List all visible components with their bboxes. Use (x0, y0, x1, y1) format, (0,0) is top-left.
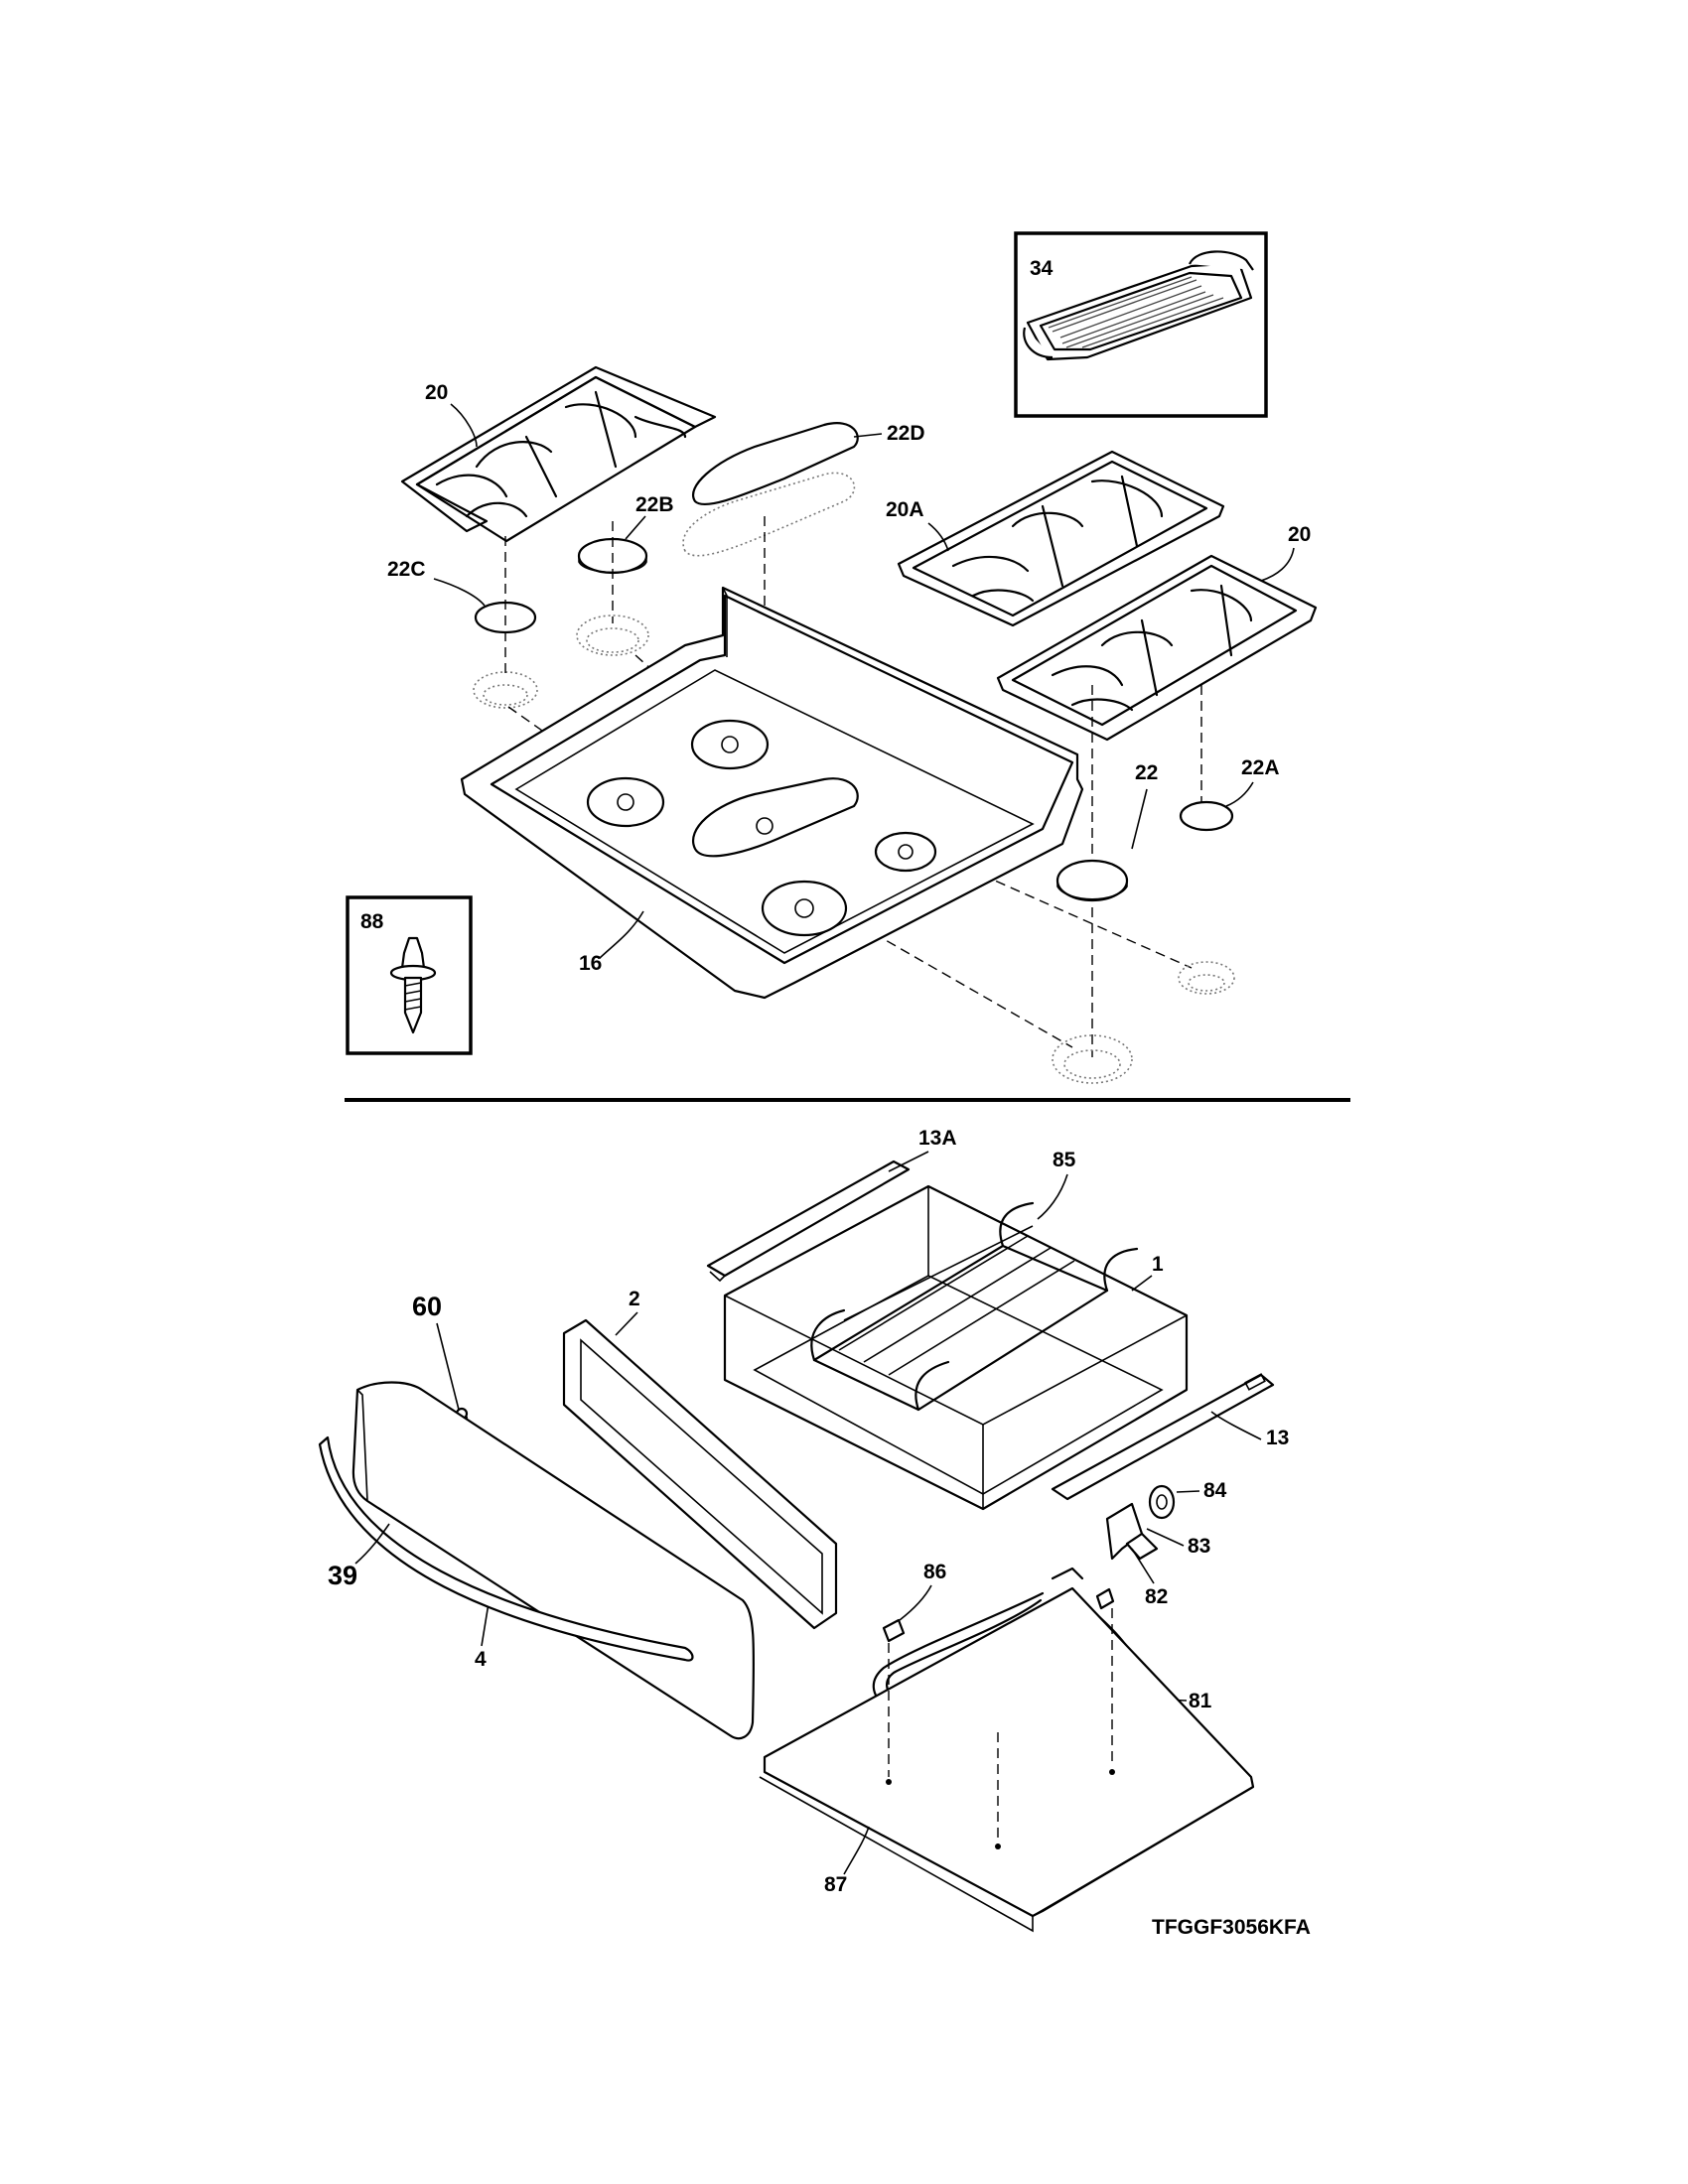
cap-22a (1178, 800, 1235, 995)
callout-16: 16 (579, 952, 602, 975)
callout-60: 60 (412, 1292, 442, 1321)
callout-39: 39 (328, 1561, 357, 1590)
slide-13a (706, 1160, 911, 1283)
callout-81: 81 (1189, 1690, 1212, 1712)
callout-22c: 22C (387, 558, 426, 581)
element-bracket (1105, 1484, 1176, 1561)
callout-20-left: 20 (425, 381, 448, 404)
handle-39 (318, 1435, 694, 1662)
slide-13 (1051, 1373, 1275, 1501)
cap-22d (682, 422, 859, 557)
callout-22d: 22D (887, 422, 925, 445)
callout-84: 84 (1203, 1479, 1227, 1502)
callout-20a: 20A (886, 498, 924, 521)
drawer-body-1 (723, 1184, 1189, 1511)
rack-85 (810, 1201, 1139, 1412)
grate-20-left (400, 365, 717, 543)
model-code: TFGGF3056KFA (1152, 1916, 1311, 1939)
callout-22b: 22B (635, 493, 674, 516)
callout-86: 86 (923, 1561, 946, 1583)
callout-2: 2 (629, 1288, 640, 1310)
callout-34: 34 (1030, 257, 1054, 280)
callout-22: 22 (1135, 761, 1158, 784)
grate-20a (897, 450, 1225, 627)
inner-panel-2 (562, 1318, 838, 1630)
callout-4: 4 (475, 1648, 487, 1671)
cap-22 (1052, 859, 1133, 1084)
callout-88: 88 (360, 910, 384, 933)
callout-20-right: 20 (1288, 523, 1311, 546)
callout-1: 1 (1152, 1253, 1164, 1276)
callout-13: 13 (1266, 1427, 1289, 1449)
bottom-panel-87 (759, 1586, 1255, 1933)
cooktop-16 (460, 586, 1084, 1000)
griddle-inset (1014, 231, 1268, 418)
screw-inset (346, 895, 473, 1055)
callout-83: 83 (1188, 1535, 1210, 1558)
callout-85: 85 (1053, 1149, 1076, 1171)
callout-13a: 13A (918, 1127, 957, 1150)
callout-22a: 22A (1241, 756, 1280, 779)
callout-87: 87 (824, 1873, 847, 1896)
screw-88-part (389, 936, 437, 1034)
grate-20-right (996, 554, 1318, 742)
callout-82: 82 (1145, 1585, 1168, 1608)
griddle-part (1023, 250, 1254, 361)
